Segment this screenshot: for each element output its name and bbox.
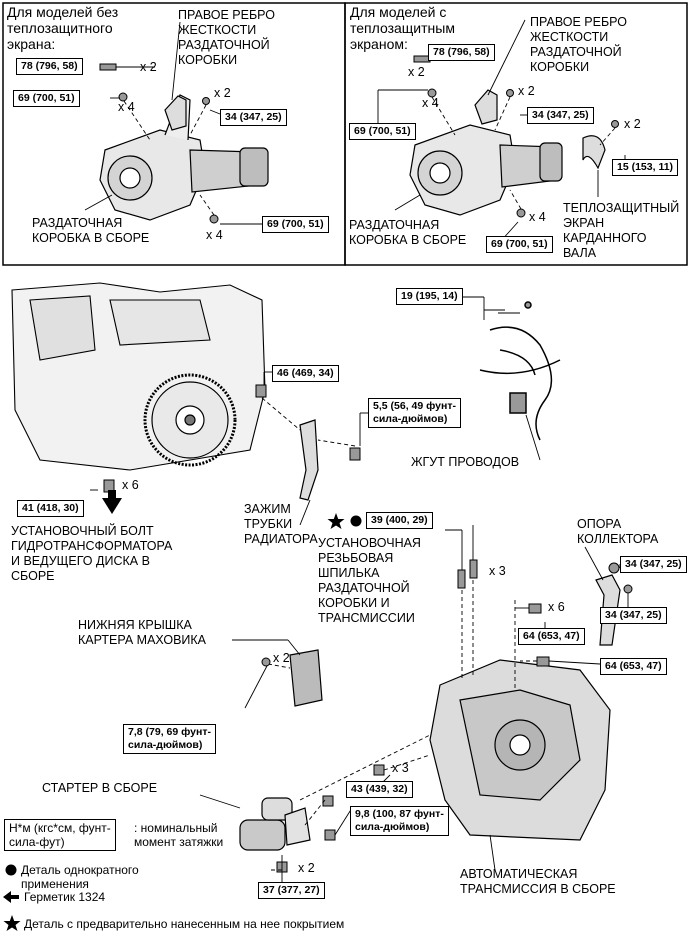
legend-precoated: Деталь с предварительно нанесенным на не… bbox=[24, 917, 345, 931]
sealant-arrow-flywheel bbox=[102, 490, 122, 514]
qty-39: x 3 bbox=[489, 564, 506, 578]
legend-sealant: Герметик 1324 bbox=[24, 890, 106, 904]
stud-1 bbox=[457, 569, 466, 589]
torque-64a: 64 (653, 47) bbox=[518, 628, 585, 645]
legend-unit-box: Н*м (кгс*см, фунт- сила-фут) bbox=[4, 819, 116, 851]
torque-19: 19 (195, 14) bbox=[396, 288, 463, 305]
engine-illustration bbox=[11, 282, 266, 471]
qty-69b-right: x 4 bbox=[529, 210, 546, 224]
torque-69b-right: 69 (700, 51) bbox=[486, 236, 553, 253]
torque-15-right: 15 (153, 11) bbox=[612, 159, 679, 176]
torque-46: 46 (469, 34) bbox=[272, 365, 339, 382]
legend-unit-text: : номинальный момент затяжки bbox=[134, 821, 224, 849]
rib-label-left: ПРАВОЕ РЕБРО ЖЕСТКОСТИ РАЗДАТОЧНОЙ КОРОБ… bbox=[178, 8, 275, 67]
nut-69b-left bbox=[209, 214, 219, 224]
qty-69b-left: x 4 bbox=[206, 228, 223, 242]
qty-78-right: x 2 bbox=[408, 65, 425, 79]
panel-frame-right bbox=[344, 2, 688, 266]
panel-title-right: Для моделей с теплозащитным экраном: bbox=[350, 4, 455, 52]
rib-illustration-right bbox=[474, 89, 498, 125]
bolt-34-left bbox=[202, 97, 210, 105]
torque-34-left: 34 (347, 25) bbox=[220, 109, 287, 126]
panel-title-left: Для моделей без теплозащитного экрана: bbox=[7, 4, 119, 52]
wire-harness-illustration bbox=[479, 301, 561, 441]
stud-label: УСТАНОВОЧНАЯ РЕЗЬБОВАЯ ШПИЛЬКА РАЗДАТОЧН… bbox=[318, 536, 421, 625]
non-reusable-icon bbox=[5, 864, 17, 876]
torque-69a-left: 69 (700, 51) bbox=[13, 90, 80, 107]
torque-69b-left: 69 (700, 51) bbox=[262, 216, 329, 233]
qty-34-left: x 2 bbox=[214, 86, 231, 100]
qty-64a: x 6 bbox=[548, 600, 565, 614]
transfer-label-right: РАЗДАТОЧНАЯ КОРОБКА В СБОРЕ bbox=[349, 218, 467, 247]
heat-shield-illustration bbox=[582, 135, 606, 170]
torque-55: 5,5 (56, 49 фунт- сила-дюймов) bbox=[368, 398, 461, 428]
qty-37: x 2 bbox=[298, 861, 315, 875]
transfer-label-left: РАЗДАТОЧНАЯ КОРОБКА В СБОРЕ bbox=[32, 216, 150, 245]
stud-2 bbox=[469, 559, 478, 579]
bolt-34a bbox=[608, 562, 620, 574]
qty-78-left: x 2 bbox=[140, 60, 157, 74]
qty-69a-right: x 4 bbox=[422, 96, 439, 110]
starter-illustration bbox=[239, 797, 311, 851]
qty-34-right: x 2 bbox=[518, 84, 535, 98]
shield-label: ТЕПЛОЗАЩИТНЫЙ ЭКРАН КАРДАННОГО ВАЛА bbox=[563, 201, 680, 260]
torque-98: 9,8 (100, 87 фунт- сила-дюймов) bbox=[350, 806, 449, 836]
qty-43: x 3 bbox=[392, 761, 409, 775]
torque-78-left: 78 (796, 58) bbox=[16, 58, 83, 75]
torque-78-right: 78 (796, 58) bbox=[428, 44, 495, 61]
bolt-55 bbox=[349, 447, 361, 461]
torque-69a-right: 69 (700, 51) bbox=[349, 123, 416, 140]
bolt-34b bbox=[623, 584, 633, 594]
stud-non-reusable-icon bbox=[350, 515, 362, 527]
torque-43: 43 (439, 32) bbox=[346, 781, 413, 798]
flywheel-illustration bbox=[143, 373, 237, 467]
qty-15-right: x 2 bbox=[624, 117, 641, 131]
torque-34a: 34 (347, 25) bbox=[620, 556, 687, 573]
bolt-64a bbox=[528, 603, 542, 614]
torque-34b: 34 (347, 25) bbox=[600, 607, 667, 624]
stud-precoated-star-icon bbox=[327, 513, 345, 529]
flywheel-cover-illustration bbox=[289, 649, 323, 707]
torque-41: 41 (418, 30) bbox=[17, 500, 84, 517]
qty-69a-left: x 4 bbox=[118, 100, 135, 114]
transmission-label: АВТОМАТИЧЕСКАЯ ТРАНСМИССИЯ В СБОРЕ bbox=[460, 867, 616, 896]
precoated-star-icon bbox=[3, 915, 21, 931]
transfer-case-illustration-right bbox=[409, 124, 563, 216]
legend-non-reusable: Деталь однократного применения bbox=[21, 863, 139, 891]
bolt-64b bbox=[536, 656, 550, 667]
converter-bolt-label: УСТАНОВОЧНЫЙ БОЛТ ГИДРОТРАНСФОРМАТОРА И … bbox=[11, 524, 173, 583]
sealant-arrow-icon bbox=[3, 891, 19, 903]
qty-78b: x 2 bbox=[273, 651, 290, 665]
manifold-label: ОПОРА КОЛЛЕКТОРА bbox=[577, 517, 659, 546]
harness-label: ЖГУТ ПРОВОДОВ bbox=[411, 455, 520, 469]
torque-34-right: 34 (347, 25) bbox=[527, 107, 594, 124]
radiator-clamp-illustration bbox=[299, 419, 319, 501]
transmission-illustration bbox=[429, 659, 611, 841]
nut-69-left bbox=[118, 92, 128, 102]
torque-78b: 7,8 (79, 69 фунт- сила-дюймов) bbox=[123, 724, 216, 754]
rib-label-right: ПРАВОЕ РЕБРО ЖЕСТКОСТИ РАЗДАТОЧНОЙ КОРОБ… bbox=[530, 15, 627, 74]
qty-41: x 6 bbox=[122, 478, 139, 492]
torque-64b: 64 (653, 47) bbox=[600, 658, 667, 675]
torque-37: 37 (377, 27) bbox=[258, 882, 325, 899]
bolt-78b bbox=[261, 657, 271, 667]
starter-label: СТАРТЕР В СБОРЕ bbox=[42, 781, 158, 795]
bolt-46 bbox=[255, 384, 267, 398]
clamp-label: ЗАЖИМ ТРУБКИ РАДИАТОРА bbox=[244, 502, 318, 546]
cover-label: НИЖНЯЯ КРЫШКА КАРТЕРА МАХОВИКА bbox=[78, 618, 207, 647]
bolt-78-left bbox=[99, 63, 117, 71]
torque-39: 39 (400, 29) bbox=[366, 512, 433, 529]
rib-illustration-left bbox=[164, 95, 187, 131]
